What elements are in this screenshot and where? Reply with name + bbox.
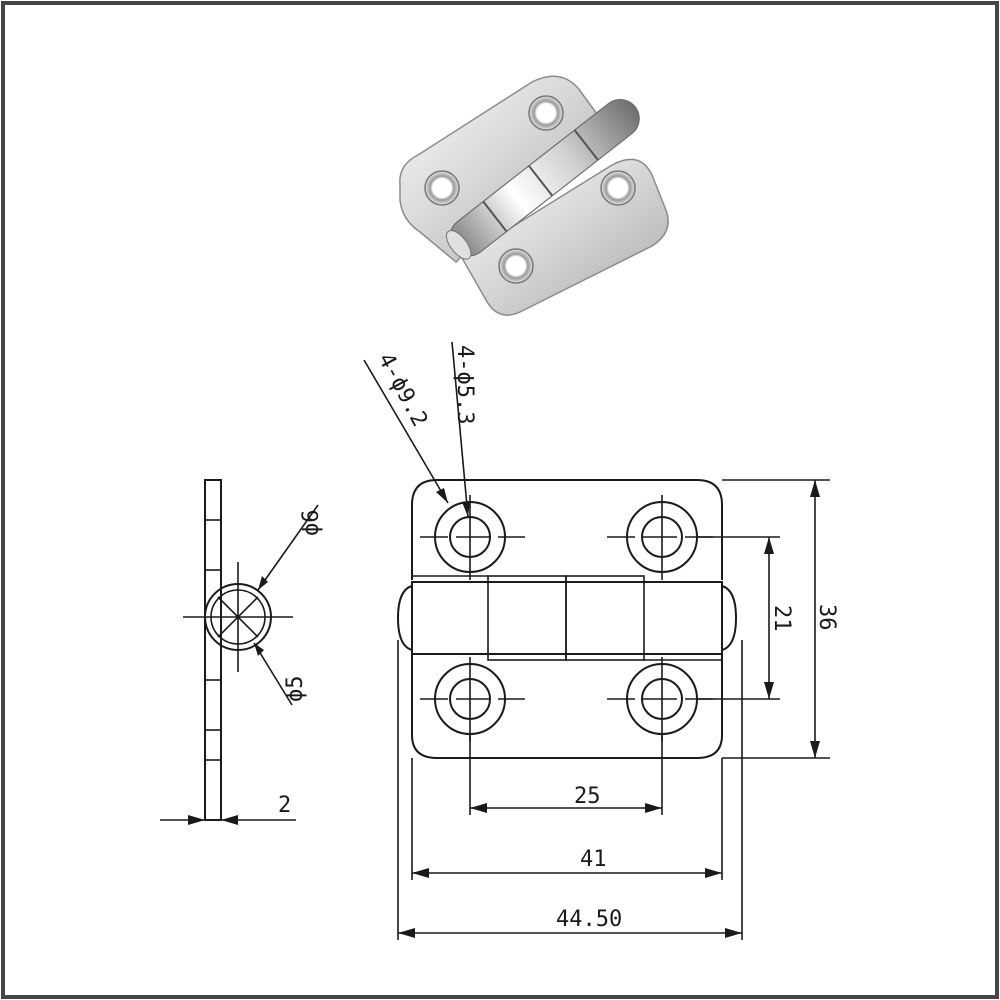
front-view-upper-leaf: [411, 479, 723, 580]
pin-outer-label: ϕ6: [299, 510, 324, 537]
hinge-photo-hole: [528, 95, 564, 131]
thickness-label: 2: [278, 793, 291, 818]
front-view-barrel: [411, 581, 723, 655]
hinge-photo-hole: [424, 170, 460, 206]
hinge-photo-barrel: [445, 99, 640, 260]
side-view-plate: [204, 479, 222, 821]
hole-small-label: 4-ϕ5.3: [452, 345, 477, 424]
front-view-knuckle: [487, 575, 567, 661]
leaf-width-label: 41: [580, 847, 607, 872]
front-view-knuckle: [565, 575, 645, 661]
hole-spacing-horizontal-label: 25: [574, 784, 601, 809]
front-view: 4-ϕ9.2 4-ϕ5.3 36 21 25 41: [363, 341, 839, 940]
hinge-photo: [399, 75, 669, 316]
hinge-photo-hole: [498, 248, 534, 284]
hole-spacing-vertical-label: 21: [769, 605, 794, 632]
mounting-hole: [420, 657, 525, 742]
overall-width-label: 44.50: [556, 907, 622, 932]
hinge-photo-hole: [600, 170, 636, 206]
side-view: ϕ6 ϕ5 2: [160, 479, 324, 825]
height-total-label: 36: [814, 604, 839, 631]
mounting-hole: [420, 495, 525, 580]
front-view-lower-leaf: [411, 655, 723, 759]
pin-inner-label: ϕ5: [283, 676, 308, 703]
